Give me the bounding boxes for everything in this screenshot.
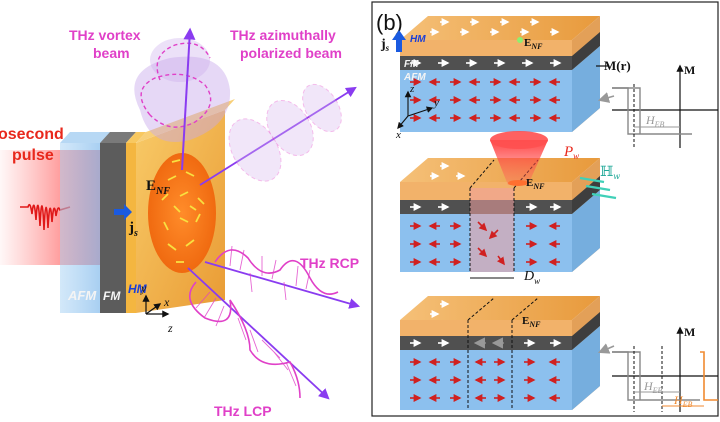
azimuthal-beam: [199, 83, 357, 186]
fm-label-b: FM: [404, 59, 419, 70]
hm-label-b: HM: [410, 34, 426, 45]
enf-label-b2: ENF: [526, 177, 545, 191]
hysteresis-loop-2: [597, 326, 718, 412]
m-axis-label-2: M: [684, 325, 695, 339]
panel-b-label: (b): [376, 10, 403, 35]
js-arrow-b: [392, 30, 406, 52]
js-label: js: [128, 220, 138, 239]
vortex-label-line2: beam: [93, 45, 130, 61]
vortex-label-line1: THz vortex: [69, 27, 141, 43]
right-axis-y: y: [433, 97, 439, 109]
pulse-label-line2: pulse: [12, 147, 54, 164]
m-axis-label-1: M: [684, 63, 695, 77]
mr-label: M(r): [604, 58, 631, 73]
fm-label: FM: [103, 289, 121, 303]
slab-2: [400, 131, 617, 272]
right-panel: (b): [371, 1, 719, 417]
rcp-label: THz RCP: [300, 255, 359, 271]
enf-label: ENF: [146, 178, 170, 197]
right-axis-x: x: [395, 129, 401, 141]
js-arrow: [114, 204, 132, 220]
vortex-beam: [134, 27, 231, 171]
azimuthal-label-line1: THz azimuthally: [230, 27, 336, 43]
slab-3: [400, 296, 600, 410]
spot-field-arrows: [161, 159, 205, 263]
enf-label-b3: ENF: [522, 315, 541, 329]
pw-label: Pw: [563, 144, 579, 161]
afm-label-b: AFM: [403, 72, 426, 83]
rcp-beam: [204, 245, 361, 309]
azimuthal-label-line2: polarized beam: [240, 45, 342, 61]
dw-label: Dw: [523, 269, 540, 286]
pulse-label-line1: osecond: [0, 126, 64, 143]
left-axis-z: z: [167, 321, 173, 335]
lcp-beam: [187, 267, 330, 400]
heb-label-3: HEB: [673, 393, 693, 409]
hm-label: HM: [128, 282, 148, 296]
left-panel: osecond pulse AFM FM HM ENF: [0, 27, 361, 419]
left-axis-x: x: [163, 295, 170, 309]
left-axes: [142, 294, 170, 318]
right-axes: [397, 90, 434, 130]
left-axis-y: y: [140, 281, 147, 295]
laser-spot: [148, 153, 216, 273]
afm-label: AFM: [67, 288, 97, 303]
hysteresis-loop-1: [597, 64, 718, 148]
js-label-b: js: [380, 37, 390, 53]
heb-label-2: HEB: [643, 379, 663, 395]
right-axis-z: z: [409, 83, 415, 95]
hw-label: ℍw: [600, 164, 620, 181]
lcp-label: THz LCP: [214, 403, 272, 419]
heb-label-1: HEB: [645, 113, 665, 129]
enf-label-b1: ENF: [524, 37, 543, 51]
slab-1: [400, 16, 600, 132]
